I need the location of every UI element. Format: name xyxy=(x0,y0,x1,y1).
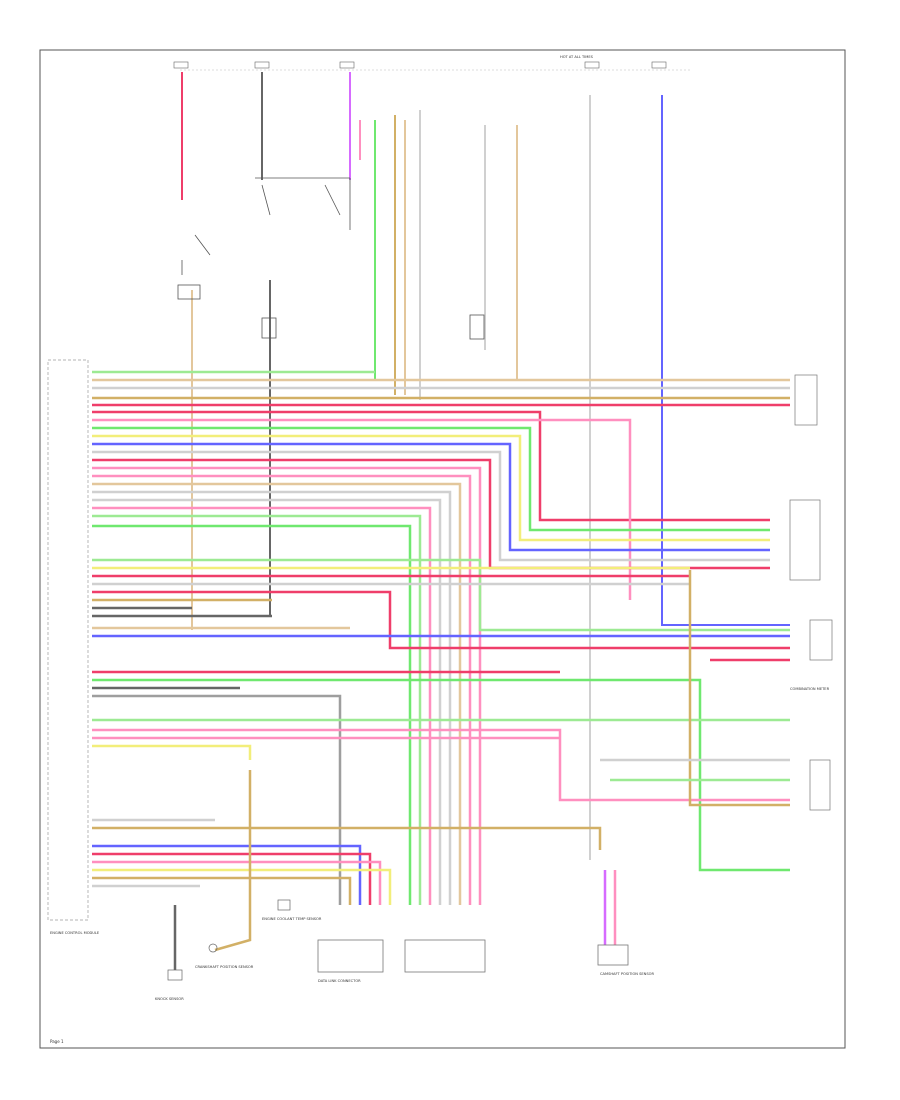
wire-h40 xyxy=(688,570,790,807)
ect-sensor-label: ENGINE COOLANT TEMP SENSOR xyxy=(262,917,322,921)
comb-meter-connector xyxy=(794,374,818,426)
wire-h15 xyxy=(92,482,462,905)
wire-h18 xyxy=(92,506,432,905)
wire-h46 xyxy=(92,852,372,905)
wire-h6 xyxy=(92,410,770,522)
knock-sensor-label: KNOCK SENSOR xyxy=(155,997,184,1001)
page-number: Page 1 xyxy=(50,1039,64,1044)
vertical-feeds xyxy=(181,72,790,860)
wire-h44 xyxy=(92,826,602,850)
bottom-connectors: DATA LINK CONNECTOR CAMSHAFT POSITION SE… xyxy=(317,939,654,983)
meter-connector-2 xyxy=(809,619,833,661)
wire-h49 xyxy=(92,876,352,905)
wire-h11 xyxy=(92,450,770,562)
wire-h9 xyxy=(92,434,770,542)
relay-coil-1 xyxy=(177,284,201,300)
fuse-1 xyxy=(173,61,189,69)
fuse-5 xyxy=(651,61,667,69)
fuse-2 xyxy=(254,61,270,69)
wire-h21 xyxy=(92,558,790,632)
relay-switch-2 xyxy=(181,234,211,275)
power-feeds: HOT AT ALL TIMES xyxy=(173,55,690,71)
hot-label: HOT AT ALL TIMES xyxy=(560,55,594,59)
wire-h13 xyxy=(92,466,482,905)
wire-h20 xyxy=(92,524,412,905)
wire-h38 xyxy=(92,744,252,760)
sensors: KNOCK SENSOR CRANKSHAFT POSITION SENSOR … xyxy=(155,899,322,1001)
knock-sensor xyxy=(167,969,183,981)
relays xyxy=(177,177,485,340)
bus-wires-group-4 xyxy=(92,770,617,970)
fuse-3 xyxy=(339,61,355,69)
relay-switch-1 xyxy=(255,177,351,230)
wire-h7 xyxy=(92,418,632,600)
wire-h34 xyxy=(92,694,342,905)
wire-h47 xyxy=(92,860,382,905)
wire-h16 xyxy=(92,490,452,905)
wire-ckp xyxy=(214,770,252,952)
cmp-connector xyxy=(597,944,629,966)
ecm-box xyxy=(47,359,89,921)
relay-coil-2 xyxy=(261,317,277,339)
wire-h36 xyxy=(92,728,790,802)
ecm-label: ENGINE CONTROL MODULE xyxy=(50,931,100,935)
wire-h8 xyxy=(92,426,770,532)
bus-wires-group-3 xyxy=(92,570,790,905)
module-connector xyxy=(789,499,821,581)
wire-v10 xyxy=(516,125,790,381)
right-connectors: COMBINATION METER xyxy=(789,374,833,811)
bus-wires xyxy=(92,370,790,905)
wire-v12 xyxy=(661,95,790,626)
bus-wires-group-2 xyxy=(92,558,790,650)
meter-connector-3 xyxy=(809,759,831,811)
ckp-sensor xyxy=(208,943,218,953)
cmp-label: CAMSHAFT POSITION SENSOR xyxy=(600,972,654,976)
dlc-connector xyxy=(317,939,384,973)
ckp-sensor-label: CRANKSHAFT POSITION SENSOR xyxy=(195,965,254,969)
wire-h19 xyxy=(92,514,422,905)
comb-meter-label: COMBINATION METER xyxy=(790,687,830,691)
wire-h17 xyxy=(92,498,442,905)
wire-h45 xyxy=(92,844,362,905)
wire-h32 xyxy=(92,678,790,872)
fuse-4 xyxy=(584,61,600,69)
relay-coil-3 xyxy=(469,314,485,340)
wire-h10 xyxy=(92,442,770,552)
wire-h48 xyxy=(92,868,392,905)
ect-sensor xyxy=(277,899,291,911)
wire-h25 xyxy=(92,590,790,650)
wire-h14 xyxy=(92,474,472,905)
diagram-frame xyxy=(39,49,846,1049)
dlc-label: DATA LINK CONNECTOR xyxy=(318,979,361,983)
junction-connector xyxy=(404,939,486,973)
